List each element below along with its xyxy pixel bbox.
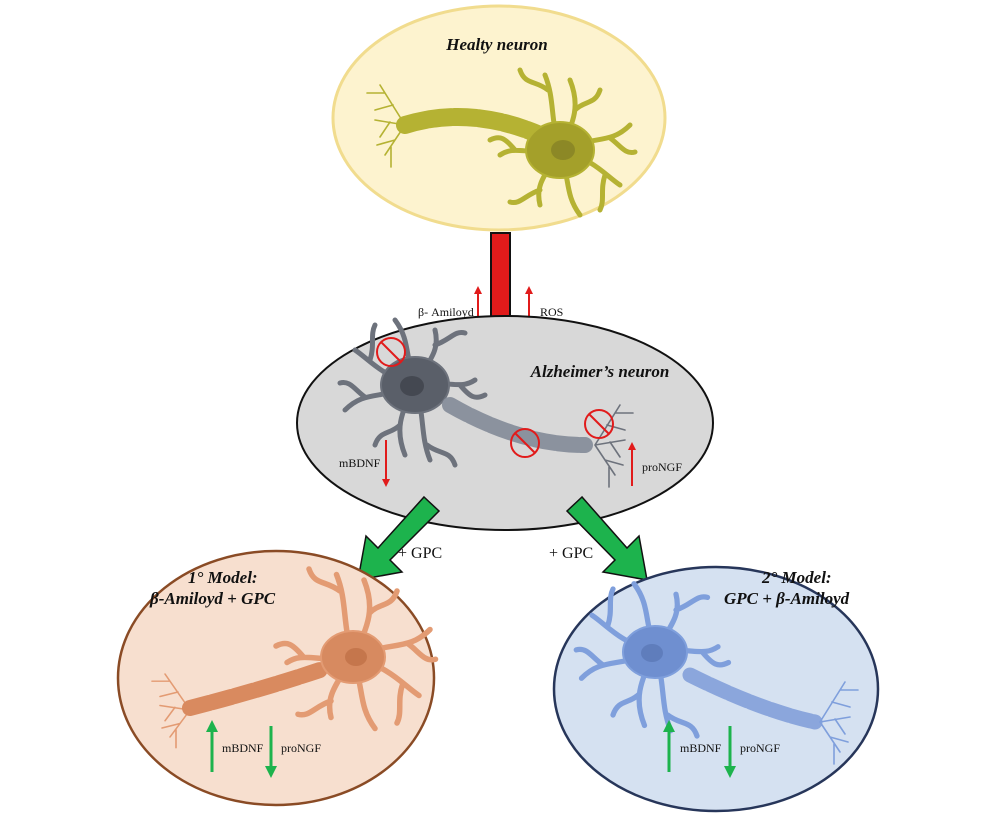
model1-title-line1: 1° Model: (188, 568, 258, 587)
gpc-arrow-right (565, 495, 648, 581)
model2-mbdnf-label: mBDNF (680, 741, 722, 755)
model2-title-line2: GPC + β-Amiloyd (724, 589, 850, 608)
beta-amiloyd-label: β- Amiloyd (418, 305, 474, 319)
model1-title-line2: β-Amiloyd + GPC (149, 589, 276, 608)
model2-panel: 2° Model: GPC + β-Amiloyd mBDNF proNGF (552, 565, 880, 813)
damage-marker-axon (510, 428, 540, 458)
alz-mbdnf-label: mBDNF (339, 456, 381, 470)
alzheimer-title: Alzheimer’s neuron (530, 362, 670, 381)
model1-prongf-label: proNGF (281, 741, 321, 755)
alzheimer-panel: Alzheimer’s neuron mBDNF proNGF (296, 315, 714, 531)
model1-mbdnf-label: mBDNF (222, 741, 264, 755)
model2-prongf-label: proNGF (740, 741, 780, 755)
model2-title-line1: 2° Model: (761, 568, 832, 587)
gpc-arrow-left (357, 495, 441, 581)
alzheimer-neuron-illustration (340, 320, 634, 488)
ros-label: ROS (540, 305, 563, 319)
damage-marker-dendrite (376, 337, 406, 367)
healthy-neuron-illustration (366, 70, 635, 215)
gpc-label-left: + GPC (398, 545, 442, 562)
model1-panel: 1° Model: β-Amiloyd + GPC mBDNF proNGF (116, 549, 436, 807)
alz-prongf-label: proNGF (642, 460, 682, 474)
healthy-panel: Healty neuron (331, 4, 667, 232)
model1-neuron-illustration (151, 569, 436, 749)
gpc-label-right: + GPC (549, 545, 593, 562)
healthy-title: Healty neuron (445, 35, 548, 54)
model2-neuron-illustration (576, 584, 859, 765)
damage-marker-terminal (584, 409, 614, 439)
